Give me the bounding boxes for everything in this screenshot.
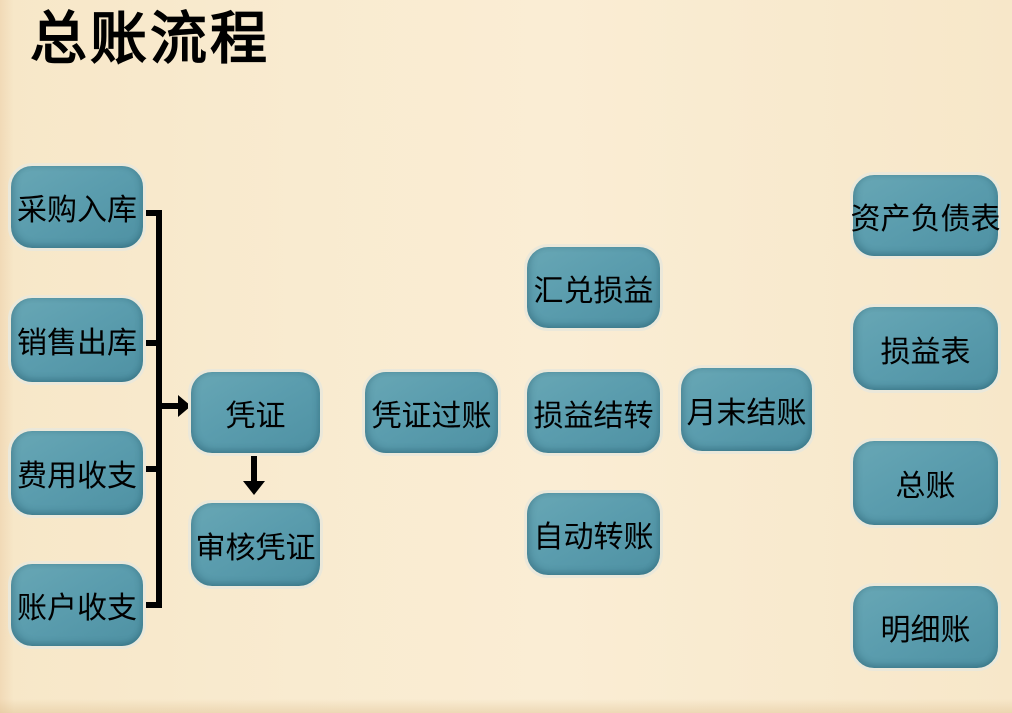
box-purchase-inbound: 采购入库 [8,163,146,251]
box-sales-outbound: 销售出库 [8,295,146,385]
box-voucher-posting: 凭证过账 [362,369,501,456]
box-income-statement: 损益表 [850,304,1001,393]
box-balance-sheet: 资产负债表 [850,172,1001,259]
arrow-right-shaft [162,403,179,409]
box-account-income: 账户收支 [8,561,146,649]
box-month-end-closing: 月末结账 [678,365,815,454]
box-auto-transfer: 自动转账 [524,490,663,578]
box-audit-voucher: 审核凭证 [188,500,323,589]
box-expense-income: 费用收支 [8,428,146,518]
bracket-stub-account-income [142,602,156,608]
page-title: 总账流程 [30,7,270,71]
bracket-stub-expense-income [142,466,156,472]
box-profit-loss-carryover: 损益结转 [524,369,663,456]
arrow-down-shaft [251,455,257,483]
box-general-ledger: 总账 [850,438,1001,528]
bracket-stub-sales-outbound [142,340,156,346]
arrow-right-icon [178,395,191,417]
arrow-down-icon [243,481,265,495]
bracket-vertical-line [156,210,162,608]
box-exchange-gain-loss: 汇兑损益 [524,244,663,331]
box-voucher: 凭证 [188,369,323,456]
bracket-stub-purchase-inbound [142,210,156,216]
box-detail-ledger: 明细账 [850,583,1001,671]
